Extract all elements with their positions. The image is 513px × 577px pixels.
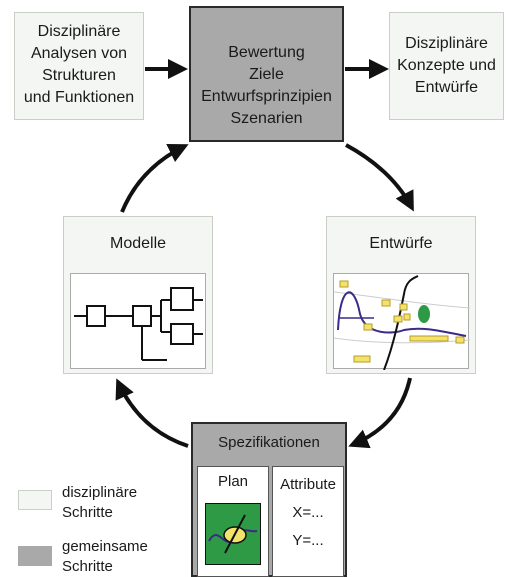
legend-common-2: Schritte	[62, 558, 113, 575]
center-line-1: Bewertung	[228, 44, 305, 61]
plan-label: Plan	[217, 473, 249, 490]
plan-icon	[205, 503, 261, 565]
arrow-center-to-designs	[345, 143, 414, 212]
box-evaluation: Bewertung Ziele Entwurfsprinzipien Szena…	[189, 6, 344, 142]
attributes-panel: Attribute X=... Y=...	[272, 466, 344, 577]
spec-label: Spezifikationen	[218, 434, 320, 451]
center-line-2: Ziele	[249, 66, 284, 83]
analysis-line-4: und Funktionen	[23, 89, 135, 106]
attribute-x: X=...	[292, 504, 324, 521]
box-disciplinary-analysis: Disziplinäre Analysen von Strukturen und…	[14, 12, 144, 120]
models-label: Modelle	[109, 235, 167, 252]
analysis-line-2: Analysen von	[30, 45, 128, 62]
center-line-4: Szenarien	[230, 110, 303, 127]
legend-swatch-dark	[18, 546, 52, 566]
models-diagram	[70, 273, 206, 369]
design-sketch-icon	[333, 275, 471, 371]
designs-label: Entwürfe	[369, 235, 433, 252]
designs-plot	[333, 273, 471, 371]
box-specifications: Spezifikationen Plan Attribute X=... Y=.…	[191, 422, 347, 577]
arrow-models-to-center	[120, 144, 189, 213]
concepts-line-1: Disziplinäre	[405, 35, 488, 52]
legend-disciplinary-2: Schritte	[62, 504, 113, 521]
box-disciplinary-concepts: Disziplinäre Konzepte und Entwürfe	[389, 12, 504, 120]
legend-swatch-light	[18, 490, 52, 510]
concepts-line-2: Konzepte und	[397, 57, 496, 74]
attribute-y: Y=...	[292, 532, 324, 549]
center-line-3: Entwurfsprinzipien	[201, 88, 332, 105]
plan-panel: Plan	[197, 466, 269, 577]
legend-disciplinary-1: disziplinäre	[62, 484, 138, 501]
arrow-designs-to-spec	[348, 377, 412, 449]
box-designs: Entwürfe	[326, 216, 476, 374]
concepts-line-3: Entwürfe	[414, 79, 479, 96]
analysis-line-1: Disziplinäre	[37, 23, 121, 40]
legend-common-1: gemeinsame	[62, 538, 148, 555]
block-diagram-icon	[74, 287, 203, 361]
arrow-spec-to-models	[115, 378, 189, 448]
analysis-line-3: Strukturen	[42, 67, 116, 84]
attributes-label: Attribute	[280, 476, 336, 493]
box-models: Modelle	[63, 216, 213, 374]
